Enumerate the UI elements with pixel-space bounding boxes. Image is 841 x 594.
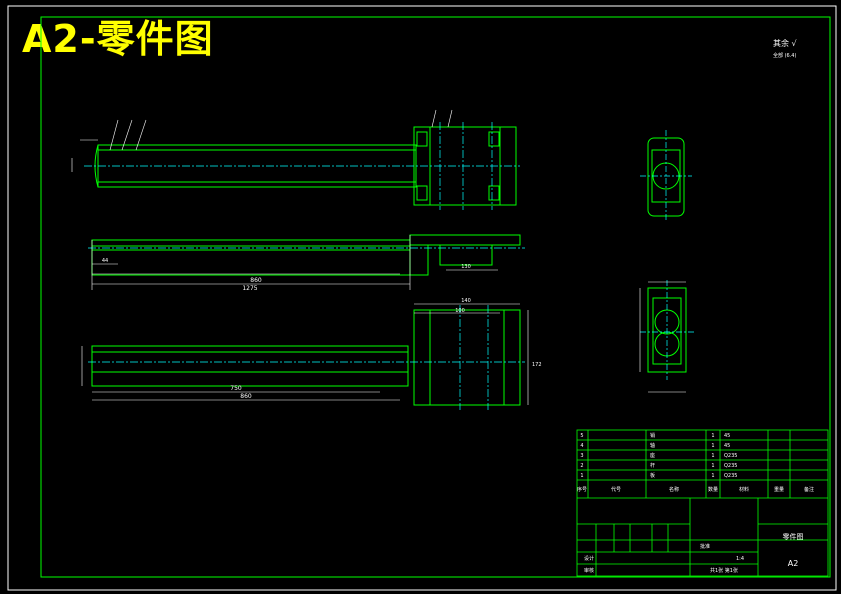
bottom-view: [91, 309, 521, 406]
front-view: [91, 234, 521, 276]
section-b-centerlines: [640, 280, 694, 380]
row-no: 3: [580, 453, 583, 459]
roughness-note-2: 全部 (6.4): [773, 53, 797, 59]
label-check: 审核: [584, 567, 594, 574]
row-mat: 45: [724, 443, 730, 449]
dim-bot-right2: 100: [455, 308, 465, 314]
dim-top-right: 130: [461, 264, 471, 270]
header-name: 名称: [669, 486, 679, 493]
section-b-dimlines: [639, 281, 686, 393]
header-note: 备注: [804, 486, 814, 493]
row-qty: 1: [711, 433, 714, 439]
scale-value: 1:4: [736, 556, 744, 562]
row-qty: 1: [711, 473, 714, 479]
header-code: 代号: [611, 486, 621, 493]
section-a-centerlines: [640, 130, 692, 222]
roughness-note: 其余 √: [773, 39, 797, 48]
drawing-title: A2-零件图: [22, 17, 214, 61]
bottom-view-dimlines: [81, 303, 529, 405]
row-name: 板: [650, 472, 655, 479]
dim-bot-right1: 140: [461, 298, 471, 304]
row-no: 1: [580, 473, 583, 479]
row-name: 销: [650, 432, 655, 439]
row-qty: 1: [711, 443, 714, 449]
outer-border: [7, 5, 837, 591]
dim-top-sub: 860: [250, 277, 262, 284]
label-design: 设计: [584, 555, 594, 562]
row-no: 2: [580, 463, 583, 469]
row-qty: 1: [711, 463, 714, 469]
row-mat: 45: [724, 433, 730, 439]
top-view-leaders: [71, 109, 453, 172]
label-approve: 批准: [700, 543, 710, 550]
row-name: 杆: [650, 462, 655, 469]
header-no: 序号: [577, 486, 587, 493]
top-view-centerlines: [84, 122, 520, 210]
inner-border: [40, 16, 831, 578]
sheet-size: A2: [788, 559, 799, 568]
header-weight: 重量: [774, 486, 784, 493]
header-qty: 数量: [708, 486, 718, 493]
dim-bot-overall: 860: [240, 393, 252, 400]
row-mat: Q235: [724, 453, 737, 459]
row-name: 座: [650, 452, 655, 459]
drawing-name: 零件图: [783, 532, 804, 541]
dim-bot-vert: 172: [532, 362, 542, 368]
row-name: 轴: [650, 442, 655, 449]
title-block: [576, 429, 829, 577]
dim-top-left: 44: [102, 258, 108, 264]
dim-bot-left: 750: [230, 385, 242, 392]
bottom-view-centerlines: [88, 305, 525, 410]
sheet-info: 共1张 第1张: [710, 567, 738, 574]
front-view-dimlines: [91, 235, 498, 290]
row-mat: Q235: [724, 463, 737, 469]
dim-top-overall: 1275: [242, 285, 257, 292]
title-block-rows: 5 销 1 45 4 轴 1 45 3 座 1 Q235 2 杆 1 Q235 …: [577, 432, 814, 574]
row-qty: 1: [711, 453, 714, 459]
row-mat: Q235: [724, 473, 737, 479]
header-mat: 材料: [739, 486, 749, 493]
row-no: 4: [580, 443, 583, 449]
row-no: 5: [580, 433, 583, 439]
